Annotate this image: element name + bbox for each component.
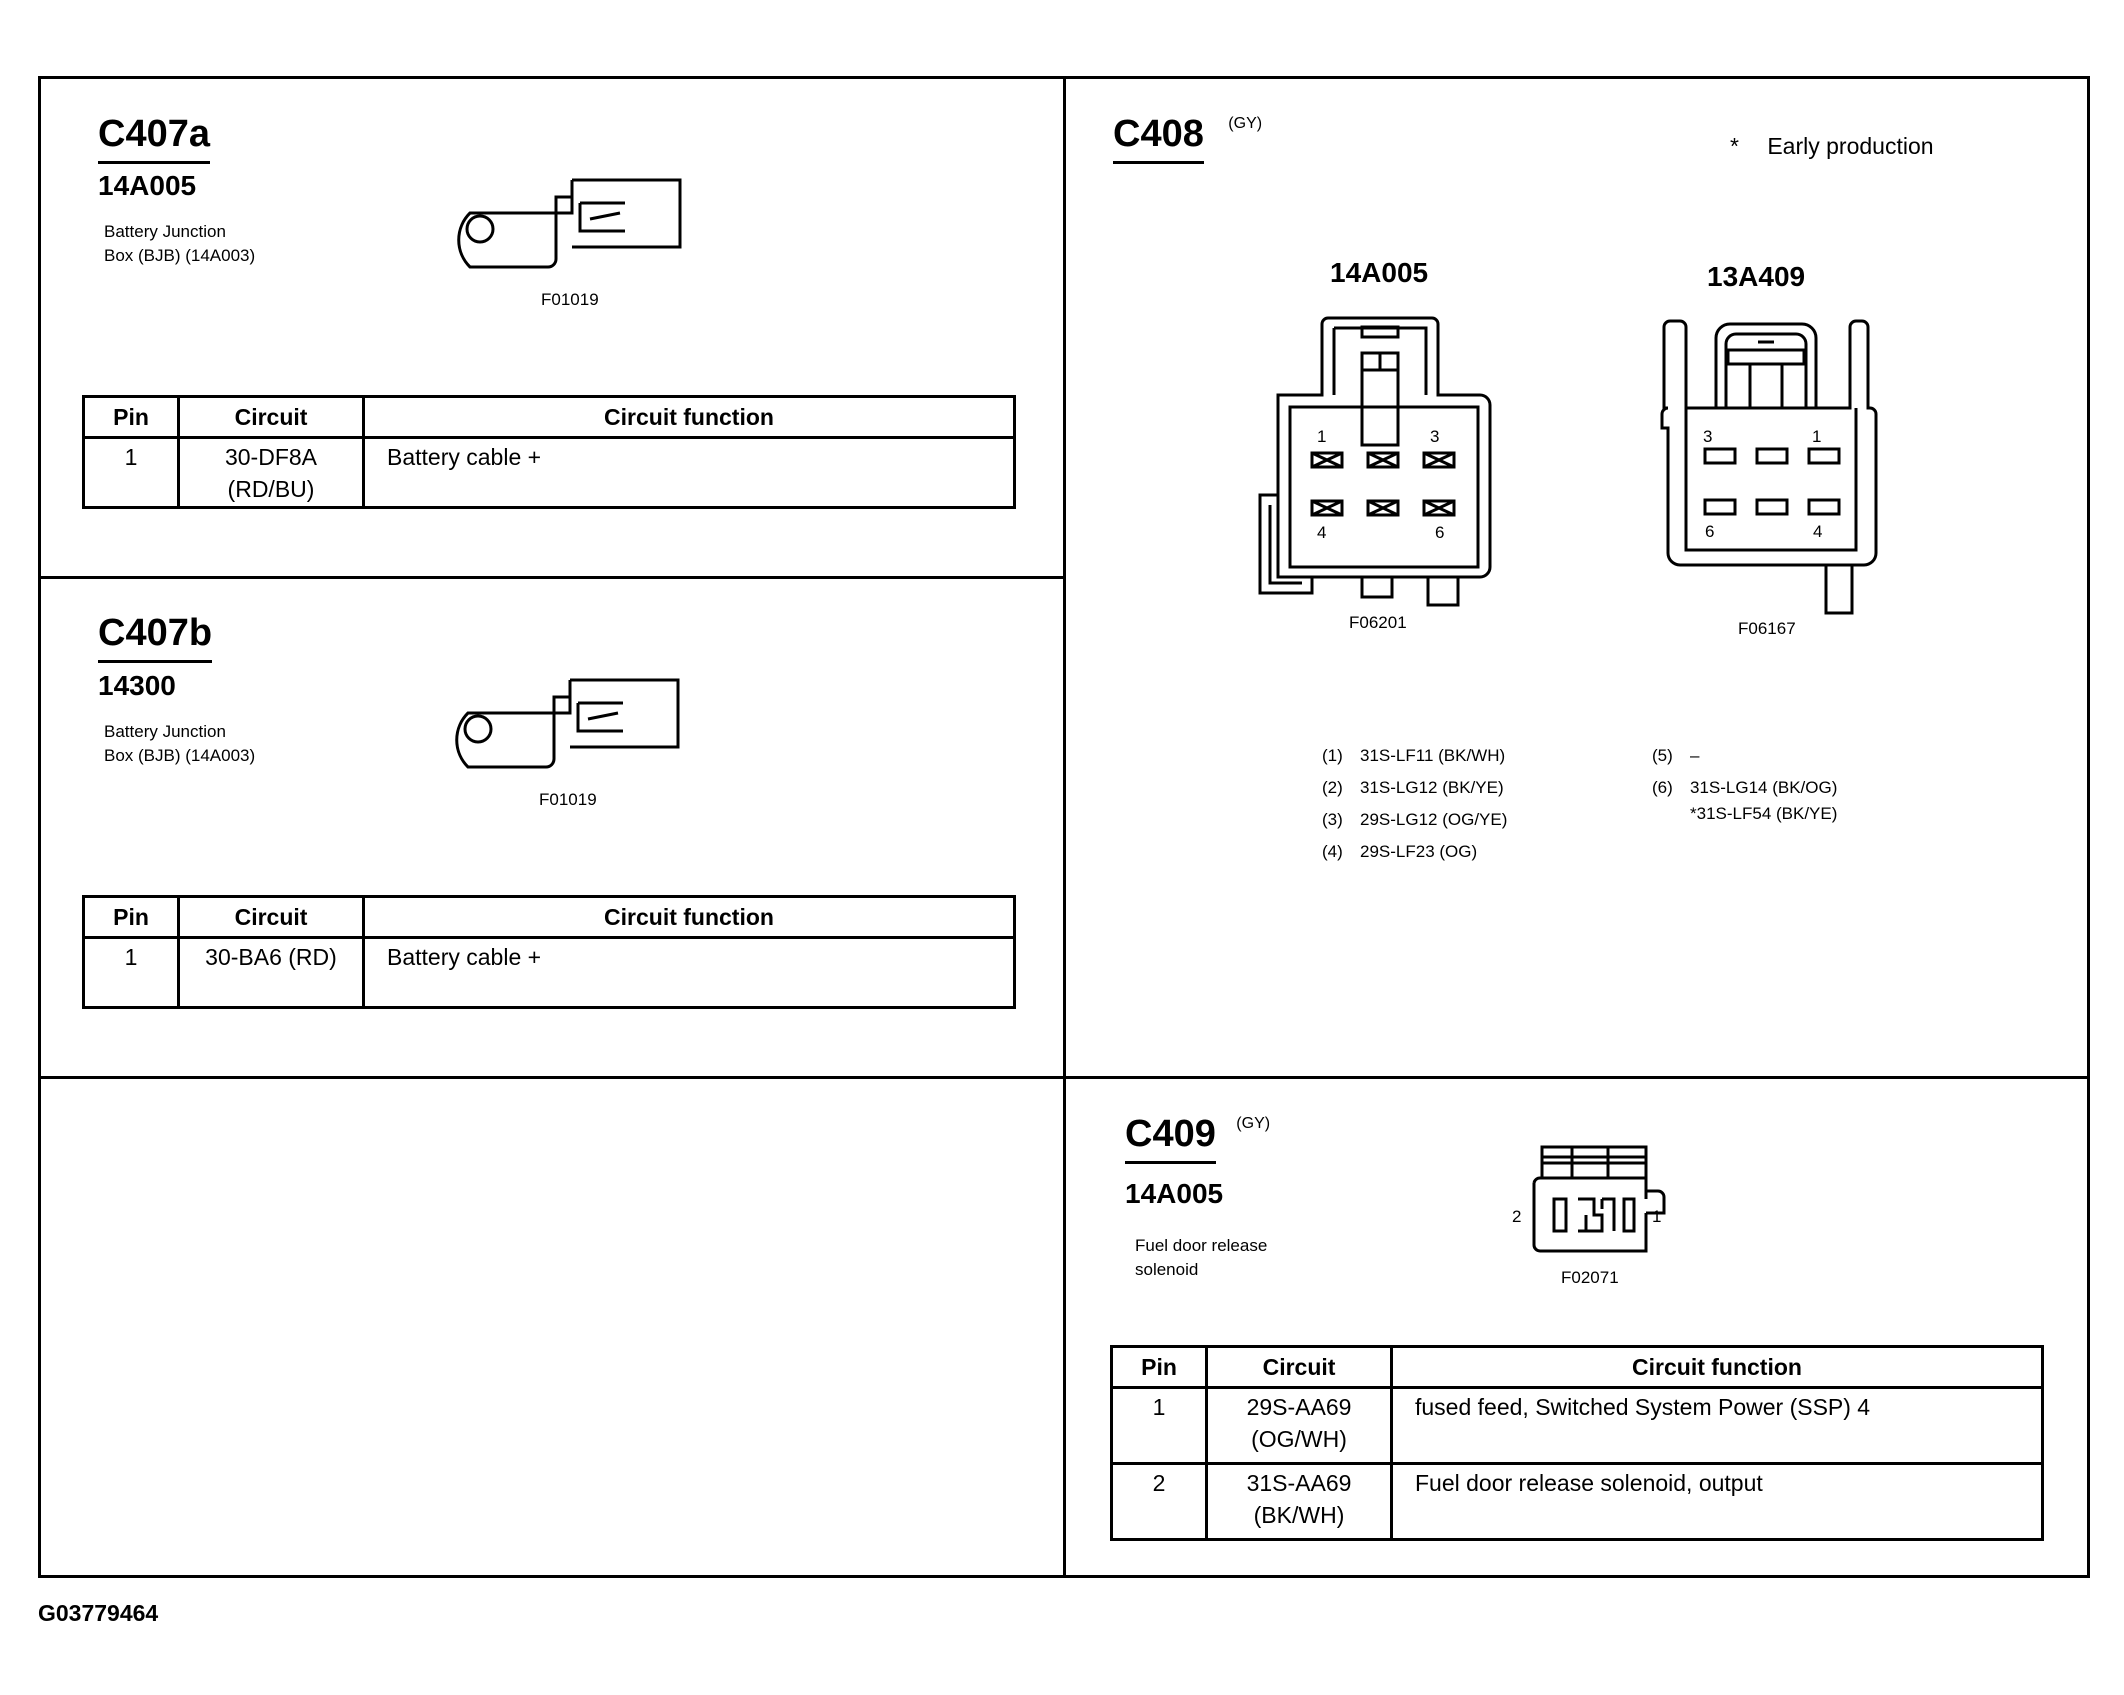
left-divider-top [38,576,1065,579]
c407b-section: C407b [98,612,213,663]
c409-pin-2-label: 2 [1512,1207,1522,1226]
c408-left-part: 14A005 [1330,257,1429,288]
c408-section: C408 (GY) [1113,113,1263,164]
c407b-description: Battery Junction Box (BJB) (14A003) [104,720,255,768]
footer-code: G03779464 [38,1600,159,1626]
function-cell: fused feed, Switched System Power (SSP) … [1390,1386,2044,1465]
list-item-alt: *31S-LF54 (BK/YE) [1690,804,1838,823]
c407a-part-number: 14A005 [98,170,197,201]
header-circuit: Circuit [1205,1345,1393,1389]
c407a-description: Battery Junction Box (BJB) (14A003) [104,220,255,268]
c409-part-number: 14A005 [1125,1178,1224,1209]
table-row: 1 29S-AA69 (OG/WH) fused feed, Switched … [1110,1386,2044,1465]
header-pin: Pin [82,395,180,439]
table-row: 1 30-DF8A (RD/BU) Battery cable + [82,436,1016,509]
c408-right-pin-6: 6 [1705,522,1715,541]
table-header-row: Pin Circuit Circuit function [1110,1345,2044,1389]
c407a-desc-line2: Box (BJB) (14A003) [104,246,256,265]
c408-wire-list-right: (5)– (6)31S-LG14 (BK/OG) *31S-LF54 (BK/Y… [1652,740,1837,824]
center-divider [1063,76,1066,1578]
list-item: (1)31S-LF11 (BK/WH) [1322,746,1506,765]
header-circuit-function: Circuit function [362,895,1016,939]
c408-wire-list-left: (1)31S-LF11 (BK/WH) (2)31S-LG12 (BK/YE) … [1322,740,1507,868]
c408-left-connector-icon [1258,316,1492,607]
c408-right-part: 13A409 [1707,261,1806,292]
table-row: 1 30-BA6 (RD) Battery cable + [82,936,1016,1009]
circuit-line1: 30-DF8A [224,444,318,470]
c408-right-pin-1: 1 [1812,427,1822,446]
c407b-figure-code: F01019 [539,790,597,809]
c409-pin-1-label: 1 [1652,1207,1662,1226]
circuit-cell: 29S-AA69 (OG/WH) [1205,1386,1393,1465]
function-cell: Fuel door release solenoid, output [1390,1462,2044,1541]
c409-desc-line1: Fuel door release [1135,1236,1268,1255]
c408-right-figure-code: F06167 [1738,619,1796,638]
circuit-cell: 30-BA6 (RD) [177,936,365,1009]
c408-left-pin-4: 4 [1317,523,1327,542]
circuit-line1: 31S-AA69 [1246,1470,1352,1496]
header-circuit: Circuit [177,395,365,439]
circuit-line2: (BK/WH) [1253,1502,1345,1528]
c407b-pin-table: Pin Circuit Circuit function 1 30-BA6 (R… [82,895,1016,1009]
header-pin: Pin [82,895,180,939]
c408-left-pin-6: 6 [1435,523,1445,542]
circuit-line2: (OG/WH) [1251,1426,1347,1452]
header-circuit: Circuit [177,895,365,939]
c408-note: * Early production [1730,133,1934,160]
c407a-title: C407a [98,113,210,164]
pin-cell: 1 [82,436,180,509]
c407b-desc-line2: Box (BJB) (14A003) [104,746,256,765]
pin-cell: 1 [82,936,180,1009]
function-cell: Battery cable + [362,436,1016,509]
list-item: (3)29S-LG12 (OG/YE) [1322,810,1508,829]
c409-connector-icon [1532,1145,1666,1253]
c408-right-connector-icon [1660,319,1878,615]
list-item: (5)– [1652,746,1700,765]
table-header-row: Pin Circuit Circuit function [82,395,1016,439]
c409-section: C409 (GY) [1125,1113,1271,1164]
c408-right-pin-3: 3 [1703,427,1713,446]
c407b-title: C407b [98,612,213,663]
c407a-terminal-icon [457,178,682,269]
c408-color: (GY) [1228,115,1263,132]
function-cell: Battery cable + [362,936,1016,1009]
pin-cell: 2 [1110,1462,1208,1541]
pin-cell: 1 [1110,1386,1208,1465]
c409-figure-code: F02071 [1561,1268,1619,1287]
circuit-line1: 29S-AA69 [1246,1394,1352,1420]
c408-left-pin-1: 1 [1317,427,1327,446]
table-row: 2 31S-AA69 (BK/WH) Fuel door release sol… [1110,1462,2044,1541]
c408-left-pin-3: 3 [1430,427,1440,446]
circuit-line1: 30-BA6 (RD) [205,944,337,970]
c408-note-mark: * [1730,133,1739,159]
c409-pin-table: Pin Circuit Circuit function 1 29S-AA69 … [1110,1345,2044,1541]
c407b-desc-line1: Battery Junction [104,722,226,741]
c408-note-text: Early production [1767,133,1934,159]
circuit-line2: (RD/BU) [227,476,315,502]
header-circuit-function: Circuit function [1390,1345,2044,1389]
c407b-terminal-icon [455,678,680,769]
c408-right-pin-4: 4 [1813,522,1823,541]
list-item: (4)29S-LF23 (OG) [1322,842,1478,861]
c408-title: C408 [1113,113,1204,164]
c407a-figure-code: F01019 [541,290,599,309]
c407a-desc-line1: Battery Junction [104,222,226,241]
list-item: (6)31S-LG14 (BK/OG) [1652,778,1838,797]
c409-title: C409 [1125,1113,1216,1164]
table-header-row: Pin Circuit Circuit function [82,895,1016,939]
c409-color: (GY) [1236,1115,1271,1132]
c407a-pin-table: Pin Circuit Circuit function 1 30-DF8A (… [82,395,1016,509]
c409-description: Fuel door release solenoid [1135,1234,1267,1282]
c407a-section: C407a [98,113,210,164]
c407b-part-number: 14300 [98,670,176,701]
c409-desc-line2: solenoid [1135,1260,1199,1279]
circuit-cell: 31S-AA69 (BK/WH) [1205,1462,1393,1541]
circuit-cell: 30-DF8A (RD/BU) [177,436,365,509]
divider-bottom [38,1076,2090,1079]
c408-left-figure-code: F06201 [1349,613,1407,632]
header-circuit-function: Circuit function [362,395,1016,439]
header-pin: Pin [1110,1345,1208,1389]
list-item: (2)31S-LG12 (BK/YE) [1322,778,1504,797]
